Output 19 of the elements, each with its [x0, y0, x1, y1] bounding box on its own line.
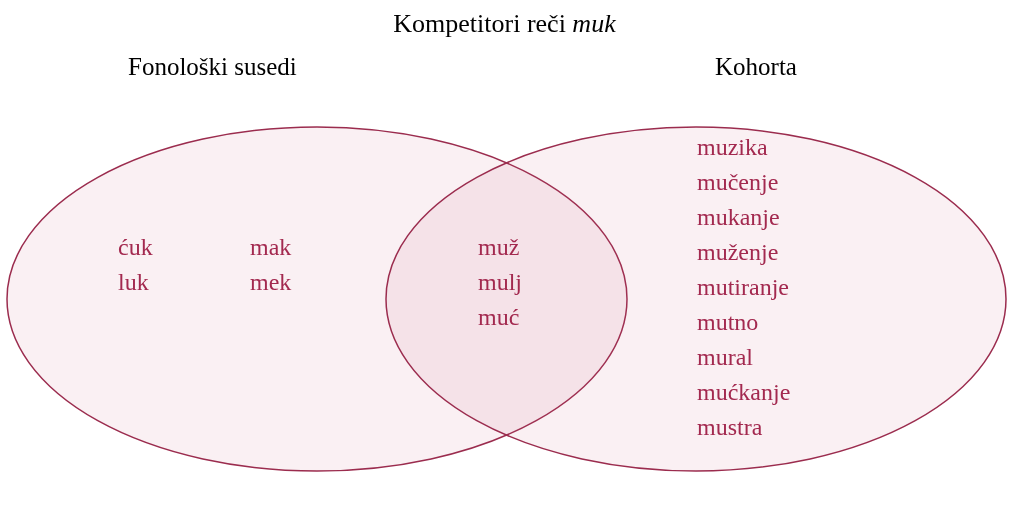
word-label: muž	[478, 233, 520, 261]
word-label: muzika	[697, 133, 768, 161]
diagram-title: Kompetitori reči muk	[392, 8, 617, 40]
set-heading: Kohorta	[715, 52, 797, 82]
word-label: mural	[697, 343, 753, 371]
word-label: mutno	[697, 308, 759, 336]
word-label: luk	[118, 268, 149, 296]
word-label: ćuk	[118, 233, 153, 261]
word-label: mutiranje	[697, 273, 789, 301]
word-label: mustra	[697, 413, 763, 441]
word-label: mukanje	[697, 203, 780, 231]
word-label: mućkanje	[697, 378, 791, 406]
word-label: mučenje	[697, 168, 779, 196]
word-label: muć	[478, 303, 520, 331]
word-label: mulj	[478, 268, 522, 296]
word-label: mak	[250, 233, 292, 261]
set-heading: Fonološki susedi	[128, 52, 297, 82]
word-label: mek	[250, 268, 292, 296]
word-label: muženje	[697, 238, 779, 266]
